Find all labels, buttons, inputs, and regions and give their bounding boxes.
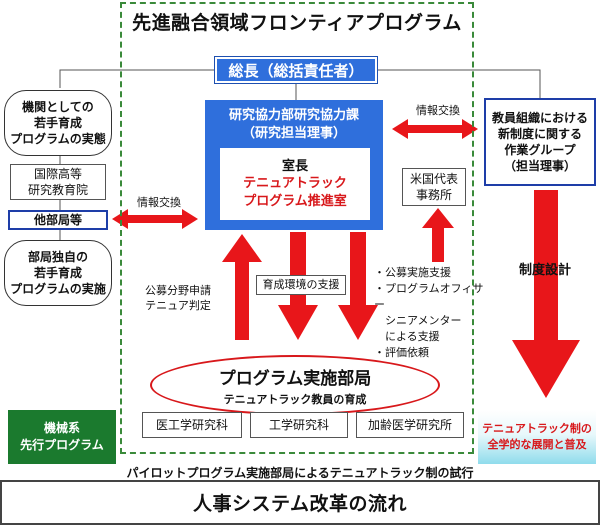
- info-exchange-right-arrow: [392, 119, 478, 139]
- support-item: シニアメンター: [374, 313, 462, 327]
- kokusai-box: 国際高等 研究教育院: [10, 164, 106, 200]
- support-item: による支援: [374, 329, 440, 343]
- nationwide-deployment-box: テニュアトラック制の 全学的な展開と普及: [478, 410, 596, 464]
- institutional-line3: プログラムの実態: [10, 132, 106, 147]
- institutional-line1: 機関としての: [22, 99, 94, 114]
- dept-own-line2: 若手育成: [33, 265, 82, 280]
- us-office-up-arrow: [422, 208, 454, 262]
- working-group-box: 教員組織における 新制度に関する 作業グループ （担当理事）: [484, 98, 596, 186]
- program-dept-ellipse: プログラム実施部局 テニュアトラック教員の育成: [150, 355, 440, 415]
- president-right-line: [377, 69, 541, 98]
- working-group-line1: 教員組織における: [491, 110, 588, 125]
- us-office-box: 米国代表 事務所: [402, 168, 466, 206]
- support-list: ・公募実施支援 ・プログラムオフィサー シニアメンター による支援 ・評価依頼: [374, 265, 486, 359]
- mech-preceding-program-box: 機械系 先行プログラム: [8, 410, 116, 464]
- dept-own-line3: プログラムの実施: [10, 282, 106, 297]
- office-head-box: 室長 テニュアトラック プログラム推進室: [220, 148, 370, 220]
- institutional-line2: 若手育成: [33, 115, 82, 130]
- president-box: 総長（総括責任者）: [214, 56, 378, 84]
- recruit-line1: 公募分野申請: [145, 283, 211, 297]
- nationwide-line2: 全学的な展開と普及: [487, 438, 587, 451]
- system-design-arrow: [512, 190, 580, 398]
- office-head-line2: プログラム推進室: [243, 193, 347, 209]
- pilot-caption: パイロットプログラム実施部局によるテニュアトラック制の試行: [126, 465, 474, 480]
- support-item: ・公募実施支援: [374, 266, 451, 279]
- page-title: 先進融合領域フロンティアプログラム: [132, 11, 462, 34]
- dept-own-program-box: 部局独自の 若手育成 プログラムの実施: [4, 240, 112, 306]
- school-box-aging-medicine: 加齢医学研究所: [356, 412, 464, 438]
- working-group-line3: 作業グループ: [504, 143, 576, 157]
- recruit-up-arrow: [222, 234, 262, 340]
- dept-own-line1: 部局独自の: [27, 249, 88, 264]
- research-dept-line2: （研究担当理事）: [241, 126, 346, 141]
- school-box-engineering: 工学研究科: [250, 412, 348, 438]
- mech-line1: 機械系: [43, 420, 80, 435]
- us-office-line1: 米国代表: [409, 171, 458, 186]
- support-item: ・評価依頼: [374, 345, 429, 359]
- kokusai-line1: 国際高等: [33, 166, 82, 181]
- info-exchange-left-label: 情報交換: [137, 196, 181, 210]
- reform-banner: 人事システム改革の流れ: [0, 480, 600, 525]
- working-group-line2: 新制度に関する: [497, 126, 582, 141]
- support-item: ・プログラムオフィサー: [374, 281, 484, 311]
- kokusai-line2: 研究教育院: [27, 183, 88, 197]
- system-design-label: 制度設計: [518, 262, 571, 278]
- env-support-box: 育成環境の支援: [256, 275, 346, 295]
- program-dept-subtitle: テニュアトラック教員の育成: [223, 392, 367, 406]
- office-head-line1: テニュアトラック: [243, 176, 347, 192]
- other-depts-box: 他部局等: [8, 210, 108, 230]
- office-head-lead: 室長: [281, 158, 308, 174]
- recruit-line2: テニュア判定: [145, 299, 211, 312]
- president-left-line: [59, 69, 215, 88]
- support-down-arrow: [338, 232, 378, 340]
- info-exchange-right-label: 情報交換: [416, 104, 460, 118]
- frontier-program-frame: [120, 2, 474, 454]
- nationwide-line1: テニュアトラック制の: [482, 422, 592, 436]
- info-exchange-left-arrow: [112, 209, 198, 229]
- research-dept-title: 研究協力部研究協力課 （研究担当理事）: [205, 104, 383, 146]
- recruit-label: 公募分野申請 テニュア判定: [130, 280, 226, 316]
- us-office-line2: 事務所: [415, 188, 452, 202]
- school-box-medical-engineering: 医工学研究科: [142, 412, 242, 438]
- research-dept-line1: 研究協力部研究協力課: [228, 108, 359, 124]
- mech-line2: 先行プログラム: [20, 438, 104, 452]
- institutional-program-box: 機関としての 若手育成 プログラムの実態: [4, 90, 112, 156]
- working-group-line4: （担当理事）: [503, 159, 576, 174]
- program-dept-title: プログラム実施部局: [218, 368, 372, 389]
